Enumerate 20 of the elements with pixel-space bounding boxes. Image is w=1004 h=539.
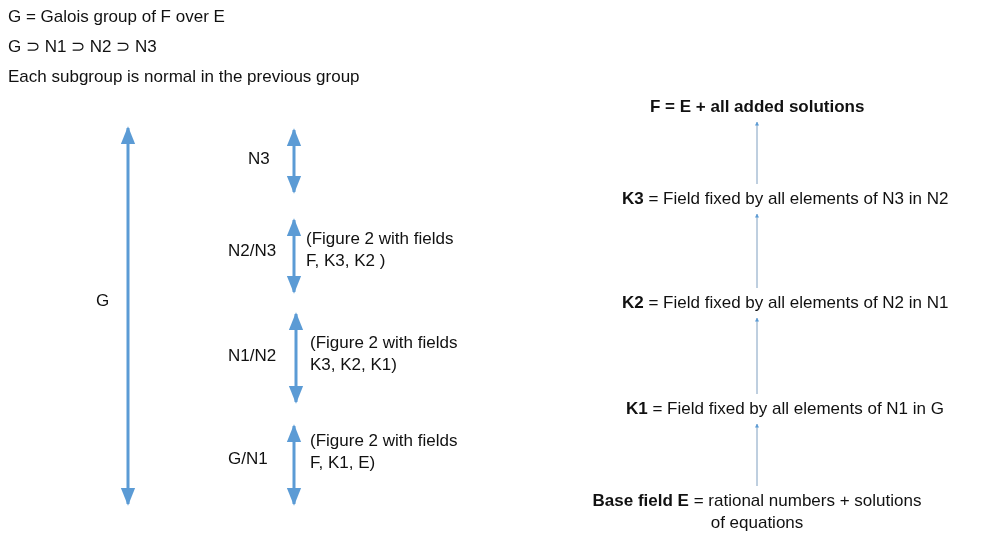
note-text: Each subgroup is normal in the previous group (8, 66, 360, 88)
note-text: G ⊃ N1 ⊃ N2 ⊃ N3 (8, 36, 157, 58)
field-text: K1 = Field fixed by all elements of N1 in G (626, 398, 944, 420)
note-text: (Figure 2 with fields F, K1, E) (310, 430, 459, 474)
arrow (755, 317, 759, 395)
arrow (755, 423, 759, 487)
span-label: G/N1 (228, 448, 268, 470)
field-text: K3 = Field fixed by all elements of N3 in N2 (622, 188, 949, 210)
span-label: N3 (248, 148, 270, 170)
note-text: (Figure 2 with fields F, K3, K2 ) (306, 228, 455, 272)
field-text: F = E + all added solutions (650, 96, 865, 118)
span-label: N1/N2 (228, 345, 277, 367)
field-text: K2 = Field fixed by all elements of N2 in N1 (622, 292, 949, 314)
span-label: N2/N3 (228, 240, 277, 262)
span-label: G (96, 290, 110, 312)
arrow (755, 213, 759, 289)
field-text: Base field E = rational numbers + solutions of equations (592, 490, 922, 534)
note-text: G = Galois group of F over E (8, 6, 225, 28)
arrow (755, 121, 759, 185)
note-text: (Figure 2 with fields K3, K2, K1) (310, 332, 459, 376)
